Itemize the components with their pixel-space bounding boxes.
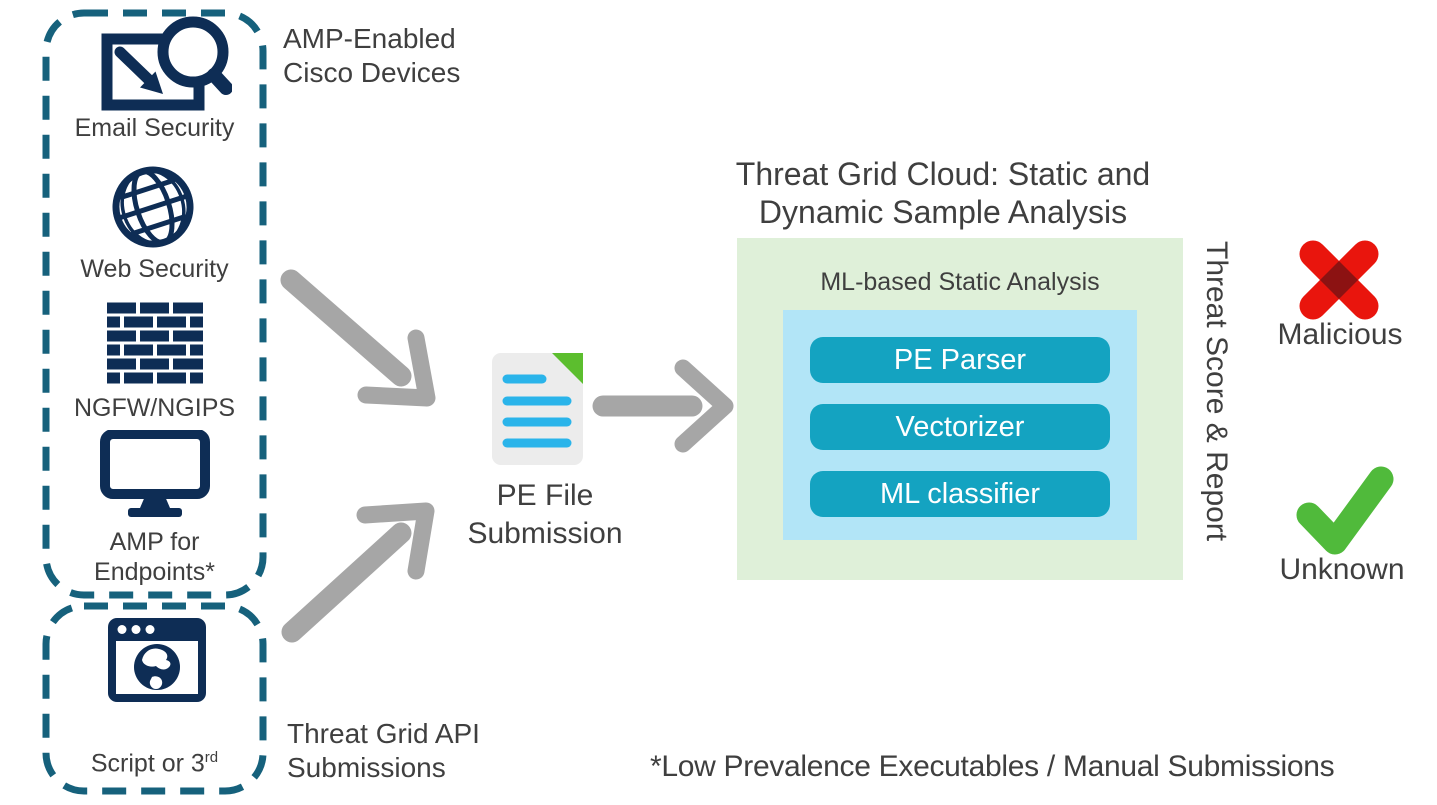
threat-grid-cloud-box: ML-based Static Analysis PE Parser Vecto… [737,238,1183,580]
device-label-amp-endpoints: AMP for Endpoints* [94,528,215,586]
pipeline-step-pe-parser: PE Parser [810,337,1110,383]
api-item-label-line1: Script or 3 [90,749,205,778]
api-dashed-box [42,602,267,795]
email-security-icon [101,16,232,111]
ml-static-analysis-panel: PE Parser Vectorizer ML classifier [783,310,1137,540]
threat-score-report-label: Threat Score & Report [1200,241,1233,542]
verdict-label-unknown: Unknown [1279,553,1405,586]
web-security-icon [112,166,194,248]
check-mark-icon [1296,466,1394,555]
device-label-web-security: Web Security [80,255,229,283]
firewall-bricks-icon [107,302,203,384]
api-item-label: Script or 3rd party app [44,711,265,805]
arrow-devices-to-pe [280,269,436,407]
pe-file-submission-label: PE File Submission [467,479,623,550]
pe-file-document-icon [492,353,583,465]
amp-devices-group-label: AMP-Enabled Cisco Devices [283,23,461,88]
pipeline-step-ml-classifier: ML classifier [810,471,1110,517]
browser-app-icon [108,618,206,702]
device-label-ngfw-ngips: NGFW/NGIPS [73,394,236,422]
arrow-pe-to-cloud [592,359,734,453]
amp-devices-dashed-box [42,9,267,599]
x-mark-icon [1299,240,1379,320]
pipeline-step-vectorizer: Vectorizer [810,404,1110,450]
device-label-email-security: Email Security [74,114,235,142]
endpoint-monitor-icon [100,430,210,517]
arrow-api-to-pe [281,502,435,643]
ml-static-analysis-title: ML-based Static Analysis [820,268,1100,296]
api-group-label: Threat Grid API Submissions [287,718,480,783]
api-item-label-sup: rd [204,749,219,766]
verdict-label-malicious: Malicious [1277,318,1403,351]
footnote: *Low Prevalence Executables / Manual Sub… [650,750,1335,783]
cloud-title: Threat Grid Cloud: Static and Dynamic Sa… [735,156,1151,230]
